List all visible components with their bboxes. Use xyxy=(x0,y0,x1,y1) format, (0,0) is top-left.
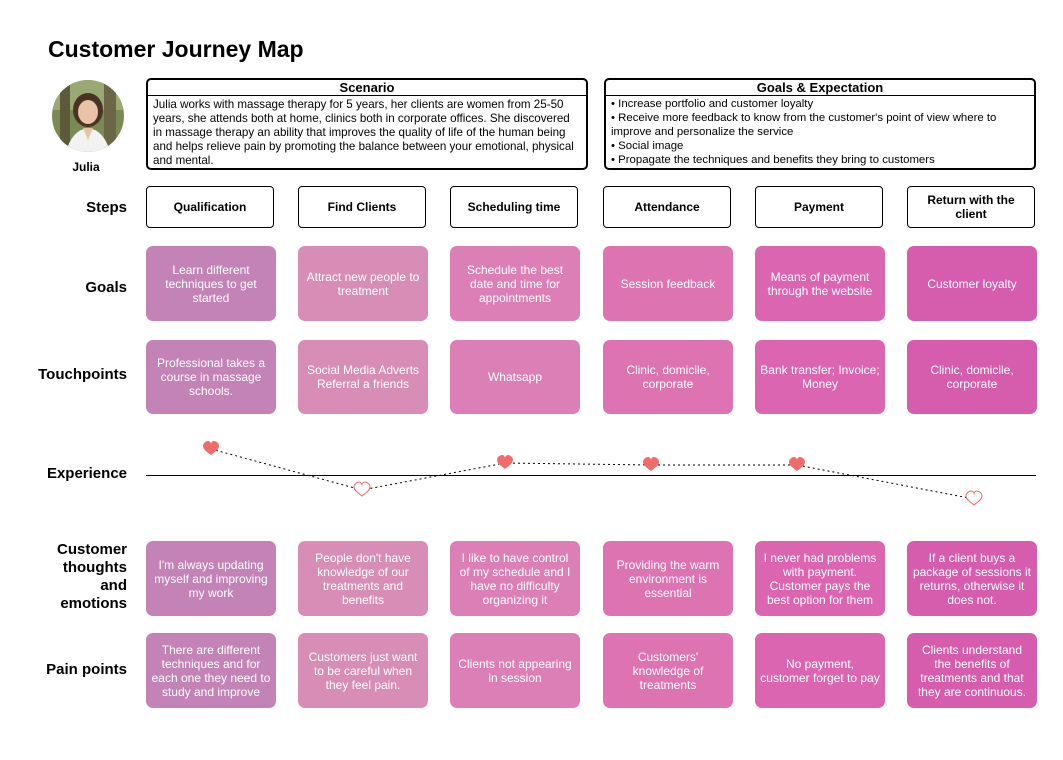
row-label-goals: Goals xyxy=(85,279,127,296)
row-label-touchpoints: Touchpoints xyxy=(38,366,127,383)
pain-point-card: There are different techniques and for e… xyxy=(146,633,276,708)
step-qualification: Qualification xyxy=(146,186,274,228)
thought-card: I never had problems with payment. Custo… xyxy=(755,541,885,616)
row-label-steps: Steps xyxy=(86,199,127,216)
avatar xyxy=(52,80,124,152)
goals-expectation-heading: Goals & Expectation xyxy=(606,80,1034,96)
goal-card: Schedule the best date and time for appo… xyxy=(450,246,580,321)
touchpoint-card: Professional takes a course in massage s… xyxy=(146,340,276,414)
heart-outline-icon xyxy=(965,490,983,506)
goals-expectation-item: • Propagate the techniques and benefits … xyxy=(611,154,935,166)
scenario-text: Julia works with massage therapy for 5 y… xyxy=(153,98,574,167)
touchpoint-card: Clinic, domicile, corporate xyxy=(603,340,733,414)
touchpoint-card: Bank transfer; Invoice; Money xyxy=(755,340,885,414)
heart-filled-icon xyxy=(497,455,513,469)
pain-point-card: Clients understand the benefits of treat… xyxy=(907,633,1037,708)
goal-card: Session feedback xyxy=(603,246,733,321)
row-label-experience: Experience xyxy=(46,465,127,482)
row-label-pain-points: Pain points xyxy=(46,661,127,678)
touchpoint-card: Social Media Adverts Referral a friends xyxy=(298,340,428,414)
persona-photo xyxy=(52,80,124,152)
scenario-heading: Scenario xyxy=(148,80,586,96)
goals-expectation-box: Goals & Expectation • Increase portfolio… xyxy=(604,78,1036,170)
touchpoint-card: Whatsapp xyxy=(450,340,580,414)
heart-filled-icon xyxy=(789,457,805,471)
thought-card: People don't have knowledge of our treat… xyxy=(298,541,428,616)
pain-point-card: No payment, customer forget to pay xyxy=(755,633,885,708)
goal-card: Attract new people to treatment xyxy=(298,246,428,321)
row-label-thoughts: Customer thoughts and emotions xyxy=(56,541,127,612)
scenario-box: Scenario Julia works with massage therap… xyxy=(146,78,588,170)
heart-filled-icon xyxy=(643,457,659,471)
step-scheduling-time: Scheduling time xyxy=(450,186,578,228)
goals-expectation-item: • Social image xyxy=(611,140,684,152)
goal-card: Learn different techniques to get starte… xyxy=(146,246,276,321)
touchpoint-card: Clinic, domicile, corporate xyxy=(907,340,1037,414)
heart-filled-icon xyxy=(203,441,219,455)
goal-card: Customer loyalty xyxy=(907,246,1037,321)
step-return-with-client: Return with the client xyxy=(907,186,1035,228)
step-payment: Payment xyxy=(755,186,883,228)
heart-outline-icon xyxy=(353,481,371,497)
experience-baseline xyxy=(146,475,1036,476)
pain-point-card: Customers' knowledge of treatments xyxy=(603,633,733,708)
step-find-clients: Find Clients xyxy=(298,186,426,228)
pain-point-card: Customers just want to be careful when t… xyxy=(298,633,428,708)
thought-card: If a client buys a package of sessions i… xyxy=(907,541,1037,616)
pain-point-card: Clients not appearing in session xyxy=(450,633,580,708)
thought-card: I'm always updating myself and improving… xyxy=(146,541,276,616)
goals-expectation-item: • Receive more feedback to know from the… xyxy=(611,112,997,138)
goal-card: Means of payment through the website xyxy=(755,246,885,321)
page-title: Customer Journey Map xyxy=(48,36,304,62)
goals-expectation-item: • Increase portfolio and customer loyalt… xyxy=(611,98,814,110)
thought-card: I like to have control of my schedule an… xyxy=(450,541,580,616)
persona-name: Julia xyxy=(72,160,100,174)
thought-card: Providing the warm environment is essent… xyxy=(603,541,733,616)
step-attendance: Attendance xyxy=(603,186,731,228)
